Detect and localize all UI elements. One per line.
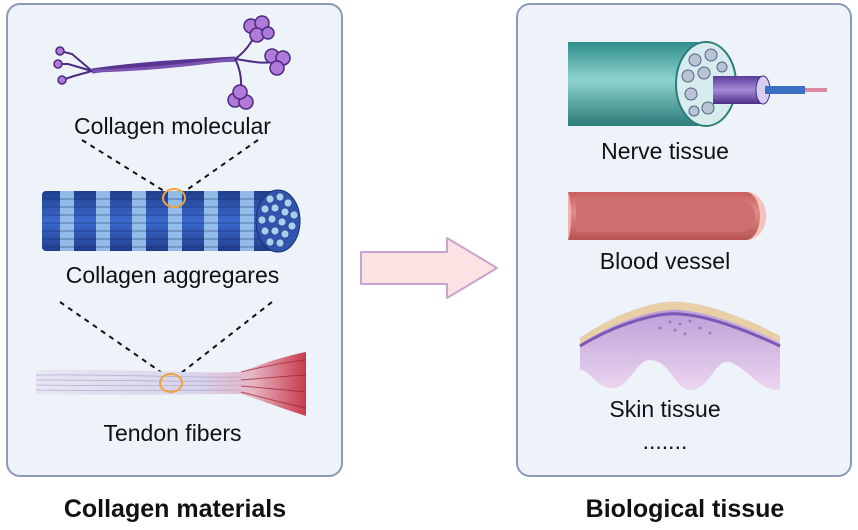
blood-vessel-icon [568,192,766,240]
skin-tissue-label: Skin tissue [609,396,721,422]
tendon-fibers-label: Tendon fibers [103,420,242,446]
skin-tissue-icon [579,301,781,391]
arrow-right-icon [360,237,498,299]
nerve-tissue-icon [568,41,827,127]
collagen-molecular-label: Collagen molecular [74,113,271,139]
nerve-tissue-label: Nerve tissue [601,138,729,164]
more-ellipsis: ....... [642,428,688,454]
collagen-fibril-icon [42,188,301,253]
collagen-aggregates-label: Collagen aggregares [65,262,280,288]
collagen-materials-title: Collagen materials [63,495,287,523]
zoom-lines-top [59,139,273,378]
biological-tissue-title: Biological tissue [585,495,785,523]
tendon-fiber-icon [35,352,307,416]
blood-vessel-label: Blood vessel [599,248,731,274]
collagen-molecule-icon [53,15,291,110]
